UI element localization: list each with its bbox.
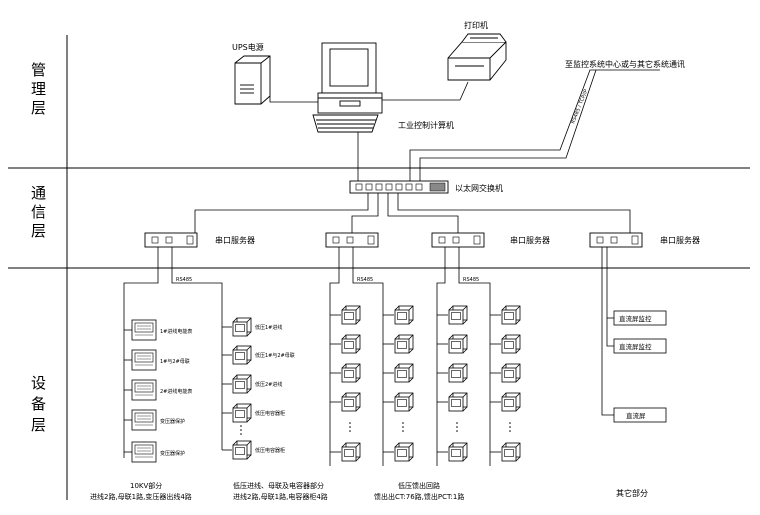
computer-icon: [312, 42, 383, 133]
lv-units: [232, 317, 252, 460]
ethernet-switch-icon: [349, 180, 449, 194]
printer-label: 打印机: [464, 20, 488, 30]
mv-meter-label-3: 2#进线电能表: [160, 388, 192, 395]
ups-icon: [234, 55, 271, 105]
lv-unit-label-2: 低压1#与2#母联: [255, 352, 295, 359]
mv-meter-label-2: 1#与2#母联: [160, 358, 190, 365]
external-link-label: 至监控系统中心或与其它系统通讯: [565, 59, 685, 69]
mv-caption-detail: 进线2路,母联1路,变压器出线4路: [90, 492, 192, 501]
external-link-cable-tag: RS485 / TCP/IP: [570, 89, 589, 125]
serial-server-ports: [151, 235, 639, 245]
feeder-units: [341, 305, 521, 462]
layer-frame: [8, 35, 750, 500]
other-unit-label-3: 直流屏: [626, 411, 646, 420]
feeder-caption-detail: 馈出出CT:76路,馈出PCT:1路: [374, 492, 464, 501]
bus-tag-3: RS485: [463, 277, 479, 283]
other-unit-label-2: 直流屏监控: [619, 342, 652, 351]
lv-ellipsis: [240, 425, 242, 435]
ups-label: UPS电源: [232, 42, 264, 52]
mv-meters: [131, 319, 157, 463]
lv-unit-label-3: 低压2#进线: [255, 381, 282, 388]
serial-server-label-3: 串口服务器: [660, 235, 700, 245]
layer-label-communication: 通信层: [29, 185, 47, 242]
feeder-stubs: [330, 314, 501, 453]
mv-caption-title: 10KV部分: [130, 481, 162, 490]
lv-caption-detail: 进线2路,母联1路,电容器柜4路: [233, 492, 328, 501]
mv-meter-label-1: 1#进线电能表: [160, 328, 192, 335]
other-unit-label-1: 直流屏监控: [619, 314, 652, 323]
feeder-bus-lines: [329, 247, 491, 466]
lv-unit-label-5: 低压电容器柜: [255, 447, 285, 454]
other-caption-title: 其它部分: [616, 488, 648, 498]
feeder-ellipsis: [349, 422, 511, 432]
mv-meter-label-5: 变压器保护: [160, 450, 185, 457]
ethernet-switch-label: 以太网交换机: [455, 183, 503, 193]
other-units: [613, 310, 667, 423]
feeder-caption-title: 低压馈出回路: [398, 481, 440, 490]
serial-server-label-2: 串口服务器: [510, 235, 550, 245]
mv-bus-lines: [123, 247, 232, 458]
bus-tag-2: RS485: [357, 277, 373, 283]
serial-server-label-1: 串口服务器: [215, 235, 255, 245]
computer-label: 工业控制计算机: [398, 120, 454, 130]
lv-caption-title: 低压进线、母联及电容器部分: [233, 481, 324, 490]
lv-unit-label-1: 低压1#进线: [255, 324, 282, 331]
management-links: [269, 69, 660, 182]
lv-unit-label-4: 低压电容器柜: [255, 410, 285, 417]
other-bus-lines: [601, 247, 614, 416]
layer-label-device: 设备层: [29, 375, 47, 438]
communication-links: [194, 193, 631, 233]
mv-meter-label-4: 变压器保护: [160, 418, 185, 425]
printer-icon: [447, 33, 507, 81]
layer-label-management: 管理层: [29, 62, 47, 119]
bus-tag-1: RS485: [176, 277, 192, 283]
